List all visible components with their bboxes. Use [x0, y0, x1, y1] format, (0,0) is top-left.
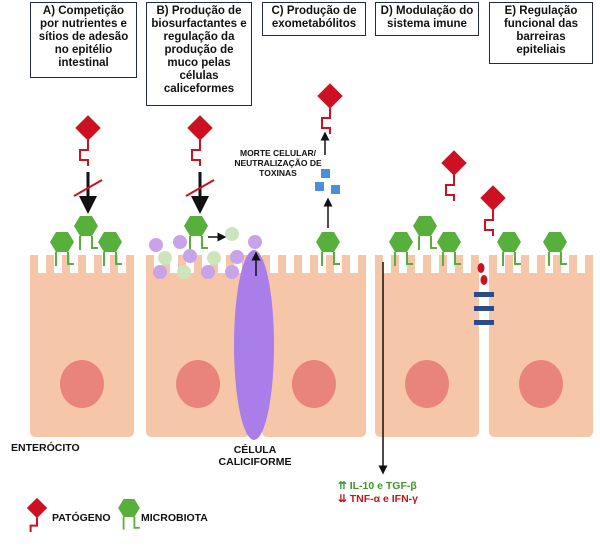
vesicle-9	[153, 265, 167, 279]
pathogen-fragment-2	[480, 275, 488, 285]
goblet-label-text: CÉLULA CALICIFORME	[218, 444, 292, 468]
vesicle-2	[173, 235, 187, 249]
nucleus-a	[60, 360, 104, 408]
vesicle-5	[158, 251, 172, 265]
legend-microbiota-label: MICROBIOTA	[141, 512, 208, 524]
block-mark-b	[185, 179, 215, 197]
pathogen-icon-a	[74, 114, 102, 167]
panel-d-text: D) Modulação do sistema imune	[380, 5, 474, 30]
immune-down-text: ⇊ TNF-α e IFN-γ	[338, 493, 419, 505]
legend-pathogen-text: PATÓGENO	[52, 512, 111, 524]
panel-b-text: B) Produção de biosurfactantes e regulaç…	[151, 5, 247, 95]
tight-junction-1	[474, 292, 494, 297]
tight-junction-2	[474, 306, 494, 311]
legend-microbiota-icon	[118, 499, 140, 530]
toxin-label-text: MORTE CELULAR/ NEUTRALIZAÇÃO DE TOXINAS	[234, 148, 322, 178]
metabolite-1	[321, 169, 330, 178]
enterocyte-label-text: ENTERÓCITO	[11, 442, 80, 454]
vesicle-11	[201, 265, 215, 279]
toxin-label: MORTE CELULAR/ NEUTRALIZAÇÃO DE TOXINAS	[234, 148, 322, 178]
pathogen-icon-d	[440, 149, 468, 202]
microbiota-icon-a2	[73, 215, 99, 251]
panel-a-text: A) Competição por nutrientes e sítios de…	[38, 5, 129, 69]
panel-d-box: D) Modulação do sistema imune	[375, 2, 479, 36]
pathogen-icon-c	[316, 82, 344, 135]
goblet-label: CÉLULA CALICIFORME	[214, 444, 296, 468]
pathogen-icon-e	[479, 184, 507, 237]
enterocyte-cell-a	[30, 255, 134, 437]
panel-e-text: E) Regulação funcional das barreiras epi…	[503, 5, 579, 56]
panel-c-box: C) Produção de exometabólitos	[262, 2, 366, 36]
vesicle-7	[207, 251, 221, 265]
pathogen-fragment-1	[477, 263, 485, 273]
microbiota-icon-d2	[412, 215, 438, 251]
legend-pathogen-icon	[26, 497, 48, 533]
vesicle-8	[230, 250, 244, 264]
vesicle-1	[149, 238, 163, 252]
block-mark-a	[73, 179, 103, 197]
goblet-cell	[234, 250, 274, 440]
panel-c-text: C) Produção de exometabólitos	[271, 5, 357, 30]
enterocyte-cell-c	[262, 255, 366, 437]
pathogen-icon-b	[186, 114, 214, 167]
vesicle-12	[225, 265, 239, 279]
nucleus-d	[405, 360, 449, 408]
microbiota-icon-b	[183, 215, 209, 251]
immune-up-label: ⇈ IL-10 e TGF-β	[338, 480, 417, 492]
panel-b-box: B) Produção de biosurfactantes e regulaç…	[146, 2, 252, 106]
legend-microbiota-text: MICROBIOTA	[141, 512, 208, 524]
panel-e-box: E) Regulação funcional das barreiras epi…	[489, 2, 593, 64]
metabolite-3	[331, 185, 340, 194]
vesicle-4	[248, 235, 262, 249]
nucleus-e	[519, 360, 563, 408]
nucleus-c	[292, 360, 336, 408]
enterocyte-cell-d	[375, 255, 479, 437]
enterocyte-label: ENTERÓCITO	[11, 442, 80, 454]
enterocyte-cell-e	[489, 255, 593, 437]
panel-a-box: A) Competição por nutrientes e sítios de…	[30, 2, 137, 78]
nucleus-b	[176, 360, 220, 408]
vesicle-3	[225, 227, 239, 241]
immune-down-label: ⇊ TNF-α e IFN-γ	[338, 493, 418, 505]
immune-up-text: ⇈ IL-10 e TGF-β	[338, 480, 417, 492]
tight-junction-3	[474, 320, 494, 325]
vesicle-6	[183, 249, 197, 263]
vesicle-10	[177, 265, 191, 279]
legend-pathogen-label: PATÓGENO	[52, 512, 111, 524]
metabolite-2	[315, 182, 324, 191]
